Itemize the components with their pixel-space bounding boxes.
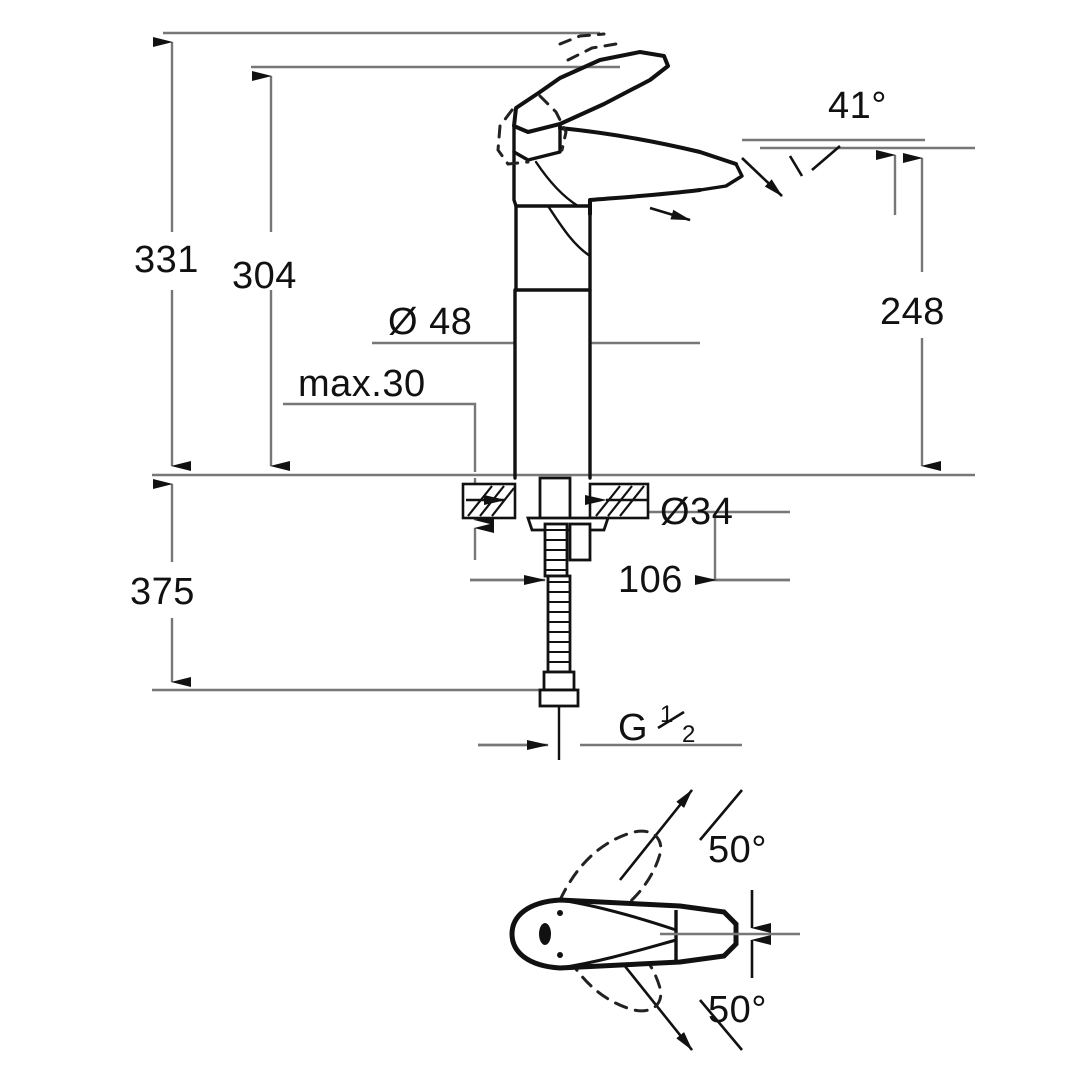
lever-dot-b	[557, 952, 563, 958]
label-375: 375	[130, 571, 195, 613]
hose-end-nut	[538, 688, 580, 708]
lever-ghost-top-a	[558, 32, 606, 46]
leader-to-body	[649, 206, 691, 222]
lever-ghost-position	[496, 32, 618, 166]
hose-braid-texture	[546, 529, 570, 663]
label-304: 304	[232, 255, 297, 297]
label-50-up: 50°	[708, 829, 767, 871]
label-max30: max.30	[298, 363, 426, 405]
lever-dot-a	[557, 910, 563, 916]
lever-ghost-outline	[496, 108, 530, 166]
shank-body	[538, 476, 572, 526]
body-left-wall	[512, 150, 518, 480]
label-g-half: G 1 2	[618, 701, 696, 749]
label-g-denominator: 2	[682, 721, 696, 748]
label-g-prefix: G	[618, 707, 648, 749]
label-41-deg: 41°	[828, 85, 887, 127]
label-106: 106	[618, 559, 683, 601]
mounting-shank-assembly	[526, 476, 610, 760]
label-248: 248	[880, 291, 945, 333]
spout-top-edge	[558, 126, 738, 166]
swivel-down-tick	[699, 999, 743, 1051]
feature-leaders	[649, 145, 841, 222]
vertical-dimension-runs	[153, 37, 941, 687]
leader-angle-kick	[788, 155, 804, 177]
leader-to-spout-angle	[741, 157, 783, 197]
lock-nut	[568, 522, 592, 562]
inner-contour-a	[534, 160, 580, 208]
hose-collar	[542, 670, 576, 692]
lever-plan-view	[509, 789, 800, 1051]
label-g-fraction-bar	[657, 710, 685, 730]
shank-dim-arrows	[470, 575, 790, 750]
lever-indicator-dot	[539, 923, 551, 945]
spout-bottom-edge	[588, 188, 702, 216]
dimension-labels: 331 304 max.30 Ø 48 248 41° Ø34 106 375 …	[130, 85, 945, 1031]
faucet-elevation	[512, 50, 744, 480]
lever-ghost-inner	[538, 94, 568, 152]
lever-plan-crease-b	[559, 938, 677, 970]
label-331: 331	[134, 239, 199, 281]
label-d48: Ø 48	[388, 301, 472, 343]
leader-max30	[283, 402, 477, 472]
leader-angle-vertex	[811, 145, 841, 171]
label-50-down: 50°	[708, 989, 767, 1031]
handle-pivot	[512, 122, 562, 162]
lever-plan-outline	[509, 897, 739, 971]
swivel-up-tick	[699, 789, 743, 841]
flexible-hose	[546, 574, 572, 674]
mounting-deck	[461, 482, 650, 520]
label-d34: Ø34	[660, 491, 733, 533]
spout-tip	[698, 162, 744, 192]
lever-ghost-top-b	[566, 42, 618, 62]
lever-plan-crease-a	[559, 898, 677, 932]
inner-contour-b	[546, 204, 592, 258]
lever-ghost-up	[558, 829, 663, 924]
lever-handle	[512, 50, 670, 134]
